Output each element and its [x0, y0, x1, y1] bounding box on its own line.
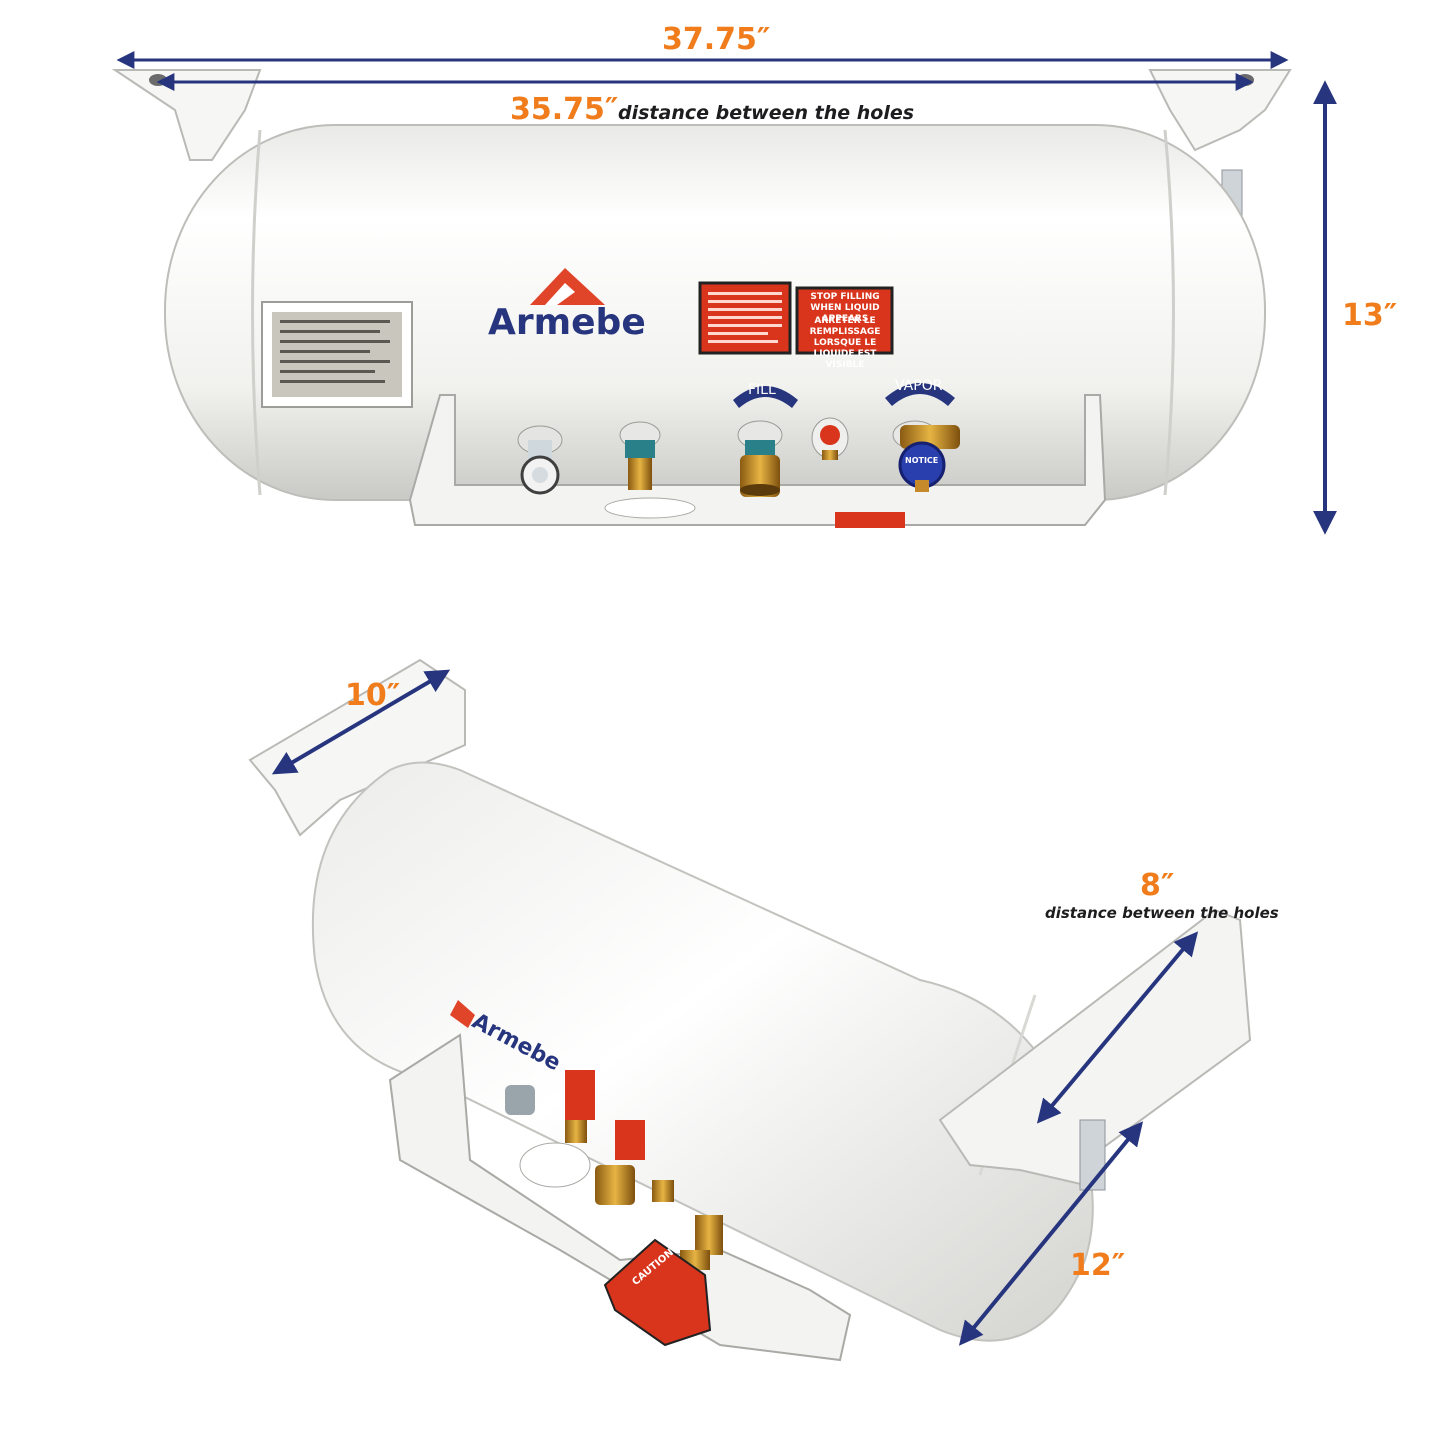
fill-warning-fr-text: ARRÊTER LE REMPLISSAGE LORSQUE LE LIQUID…	[809, 316, 881, 370]
diameter-label: 12″	[1070, 1248, 1126, 1283]
brand-wordmark: Armebe	[488, 302, 646, 343]
bottom-logo-mark	[450, 1000, 475, 1028]
valve-vapor	[892, 420, 960, 492]
bottom-decals	[565, 1070, 712, 1347]
vapor-label-arc	[885, 383, 955, 406]
bottom-front-bracket	[388, 1033, 852, 1362]
fill-label: FILL	[748, 382, 776, 398]
diameter-arrow	[958, 1121, 1144, 1346]
warning-decal-left	[698, 281, 792, 355]
valve-fill	[737, 420, 783, 497]
top-front-bracket	[408, 394, 1107, 528]
valve-overfill	[811, 417, 849, 460]
bracket-hole-distance-arrow	[1036, 931, 1199, 1124]
overall-length-label: 37.75″	[662, 22, 771, 57]
notice-tag-text: NOTICE	[905, 456, 939, 465]
valve-relief	[619, 421, 661, 490]
bracket-hole-distance-label: 8″	[1140, 868, 1175, 903]
fill-label-arc	[733, 386, 798, 408]
vapor-label: VAPOR	[895, 378, 943, 394]
hole-distance-length-note: distance between the holes	[618, 102, 915, 124]
height-label: 13″	[1342, 298, 1398, 333]
bracket-width-arrow	[271, 669, 451, 775]
fill-warning-text: STOP FILLING WHEN LIQUID APPEARS	[810, 292, 880, 324]
valve-gauge	[517, 425, 563, 495]
hole-distance-length-label: 35.75″	[510, 92, 619, 127]
bracket-hole-distance-note: distance between the holes	[1045, 904, 1279, 922]
armebe-logo-mark	[530, 268, 605, 305]
warning-decal-right	[795, 286, 894, 355]
bracket-width-label: 10″	[345, 678, 401, 713]
data-plate	[261, 301, 413, 408]
